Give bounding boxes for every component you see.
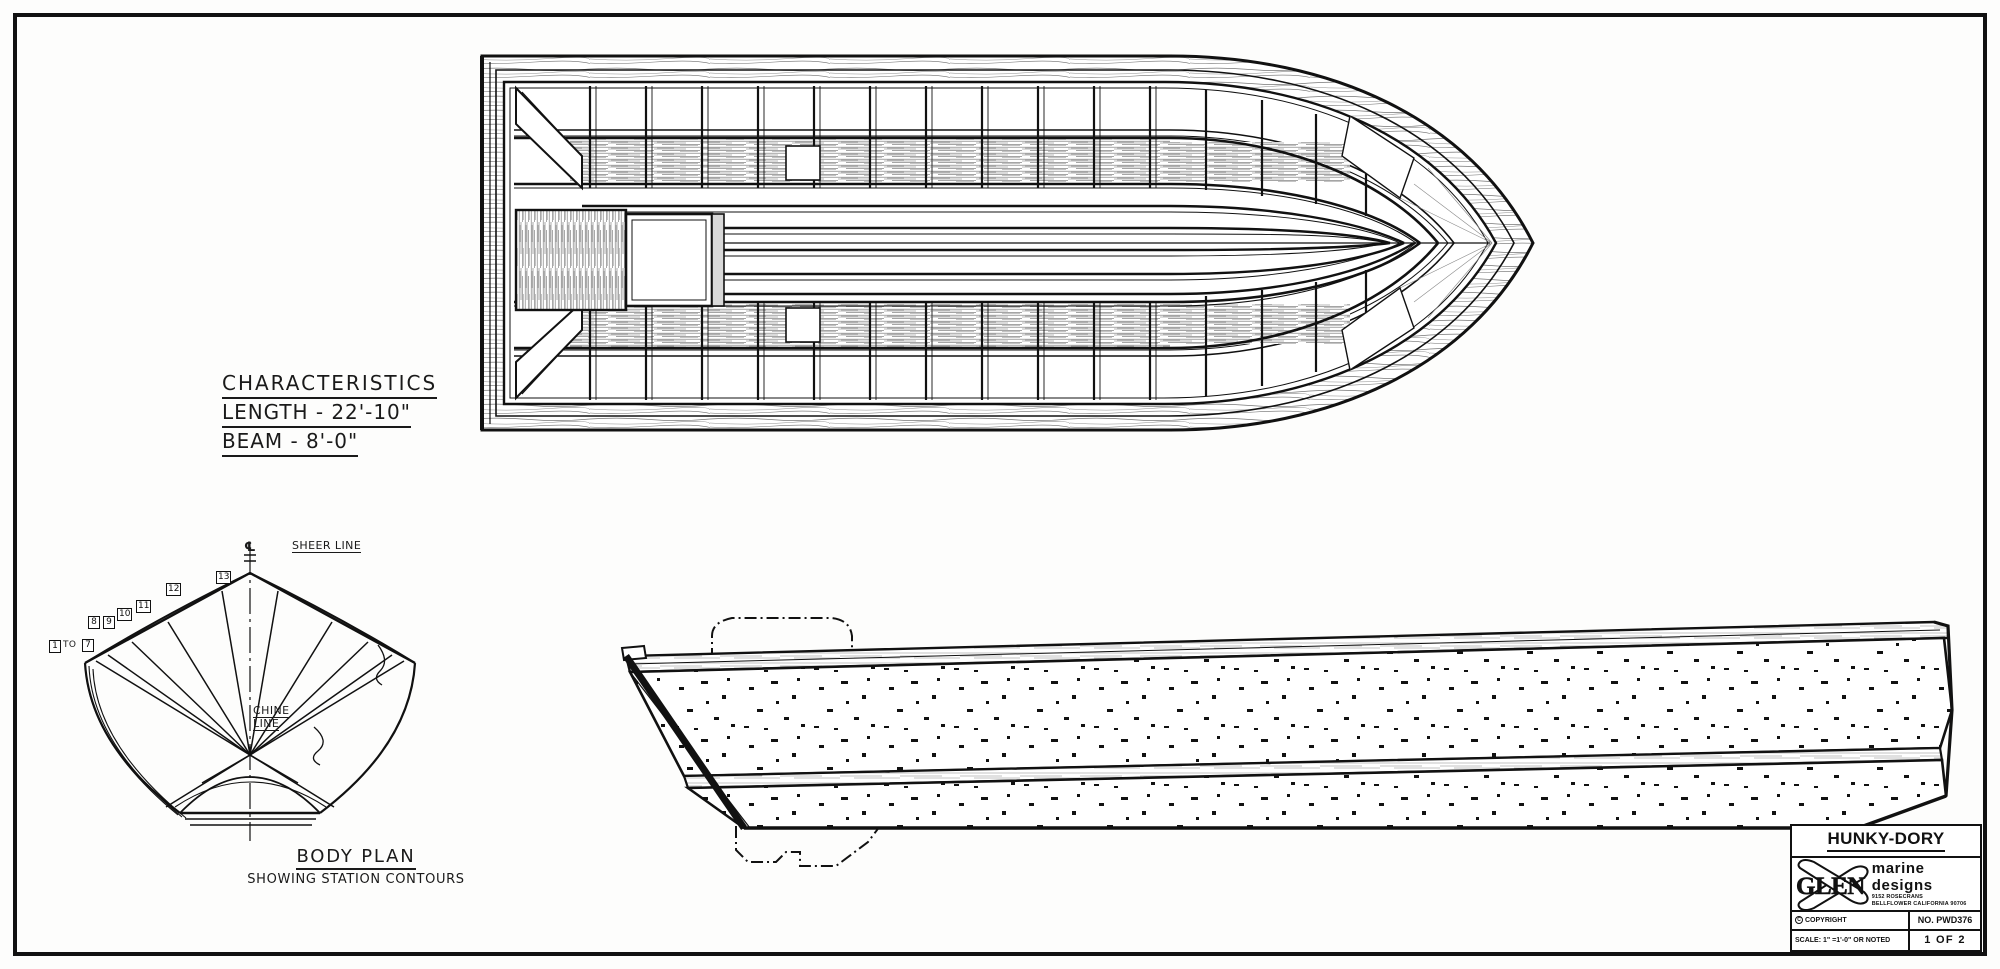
deck-framing-plan-view [480,54,1535,432]
station-label-13: 13 [216,571,232,584]
characteristics-beam: BEAM - 8'-0" [222,428,359,457]
copyright-cell: C COPYRIGHT [1792,911,1910,929]
centerline-symbol: ℄ [244,540,257,555]
title-block: HUNKY-DORY GLEN marine designs 9152 ROSE… [1790,824,1982,952]
scale-text: SCALE: 1" =1'-0" OR NOTED [1792,930,1910,950]
body-plan-subtitle: SHOWING STATION CONTOURS [247,872,465,887]
title-block-copyright-row: C COPYRIGHT NO. PWD376 [1792,911,1980,931]
drawing-number: NO. PWD376 [1917,915,1973,926]
address-line-2: BELLFLOWER CALIFORNIA 90706 [1871,900,1967,907]
body-plan-title: BODY PLAN [296,846,416,870]
station-label-1: 1 [49,640,61,653]
body-plan-diagram [83,549,417,841]
marine-designs-block: marine designs 9152 ROSECRANS BELLFLOWER… [1872,860,1980,908]
address-line-1: 9152 ROSECRANS [1871,893,1923,900]
title-block-logo-row: GLEN marine designs 9152 ROSECRANS BELLF… [1792,858,1980,912]
title-block-boat-name-row: HUNKY-DORY [1792,826,1980,858]
sheet-border [13,13,1987,956]
station-label-to: TO [63,640,77,650]
sheer-line-label: SHEER LINE [292,539,362,553]
glen-logo: GLEN [1794,858,1871,910]
boat-name: HUNKY-DORY [1827,829,1945,853]
station-label-8: 8 [88,616,100,629]
station-label-10: 10 [117,608,133,621]
characteristics-heading: CHARACTERISTICS [222,370,438,399]
copyright-icon: C [1795,916,1803,925]
characteristics-block: CHARACTERISTICS LENGTH - 22'-10" BEAM - … [222,370,438,457]
hull-profile-side-view [620,617,1954,867]
body-plan-caption: BODY PLAN SHOWING STATION CONTOURS [206,846,506,887]
company-tagline: marine designs [1871,859,1933,894]
station-label-12: 12 [166,583,182,596]
sheet-number: 1 OF 2 [1924,934,1966,947]
characteristics-length: LENGTH - 22'-10" [222,399,411,428]
crossed-oars-icon [1797,858,1869,910]
copyright-text: COPYRIGHT [1805,916,1847,924]
glen-wordmark: GLEN [1796,872,1866,900]
station-label-7: 7 [82,639,94,652]
chine-line-label: CHINE LINE [253,704,290,731]
title-block-scale-row: SCALE: 1" =1'-0" OR NOTED 1 OF 2 [1792,930,1980,950]
station-label-11: 11 [136,600,152,613]
station-label-9: 9 [103,616,115,629]
